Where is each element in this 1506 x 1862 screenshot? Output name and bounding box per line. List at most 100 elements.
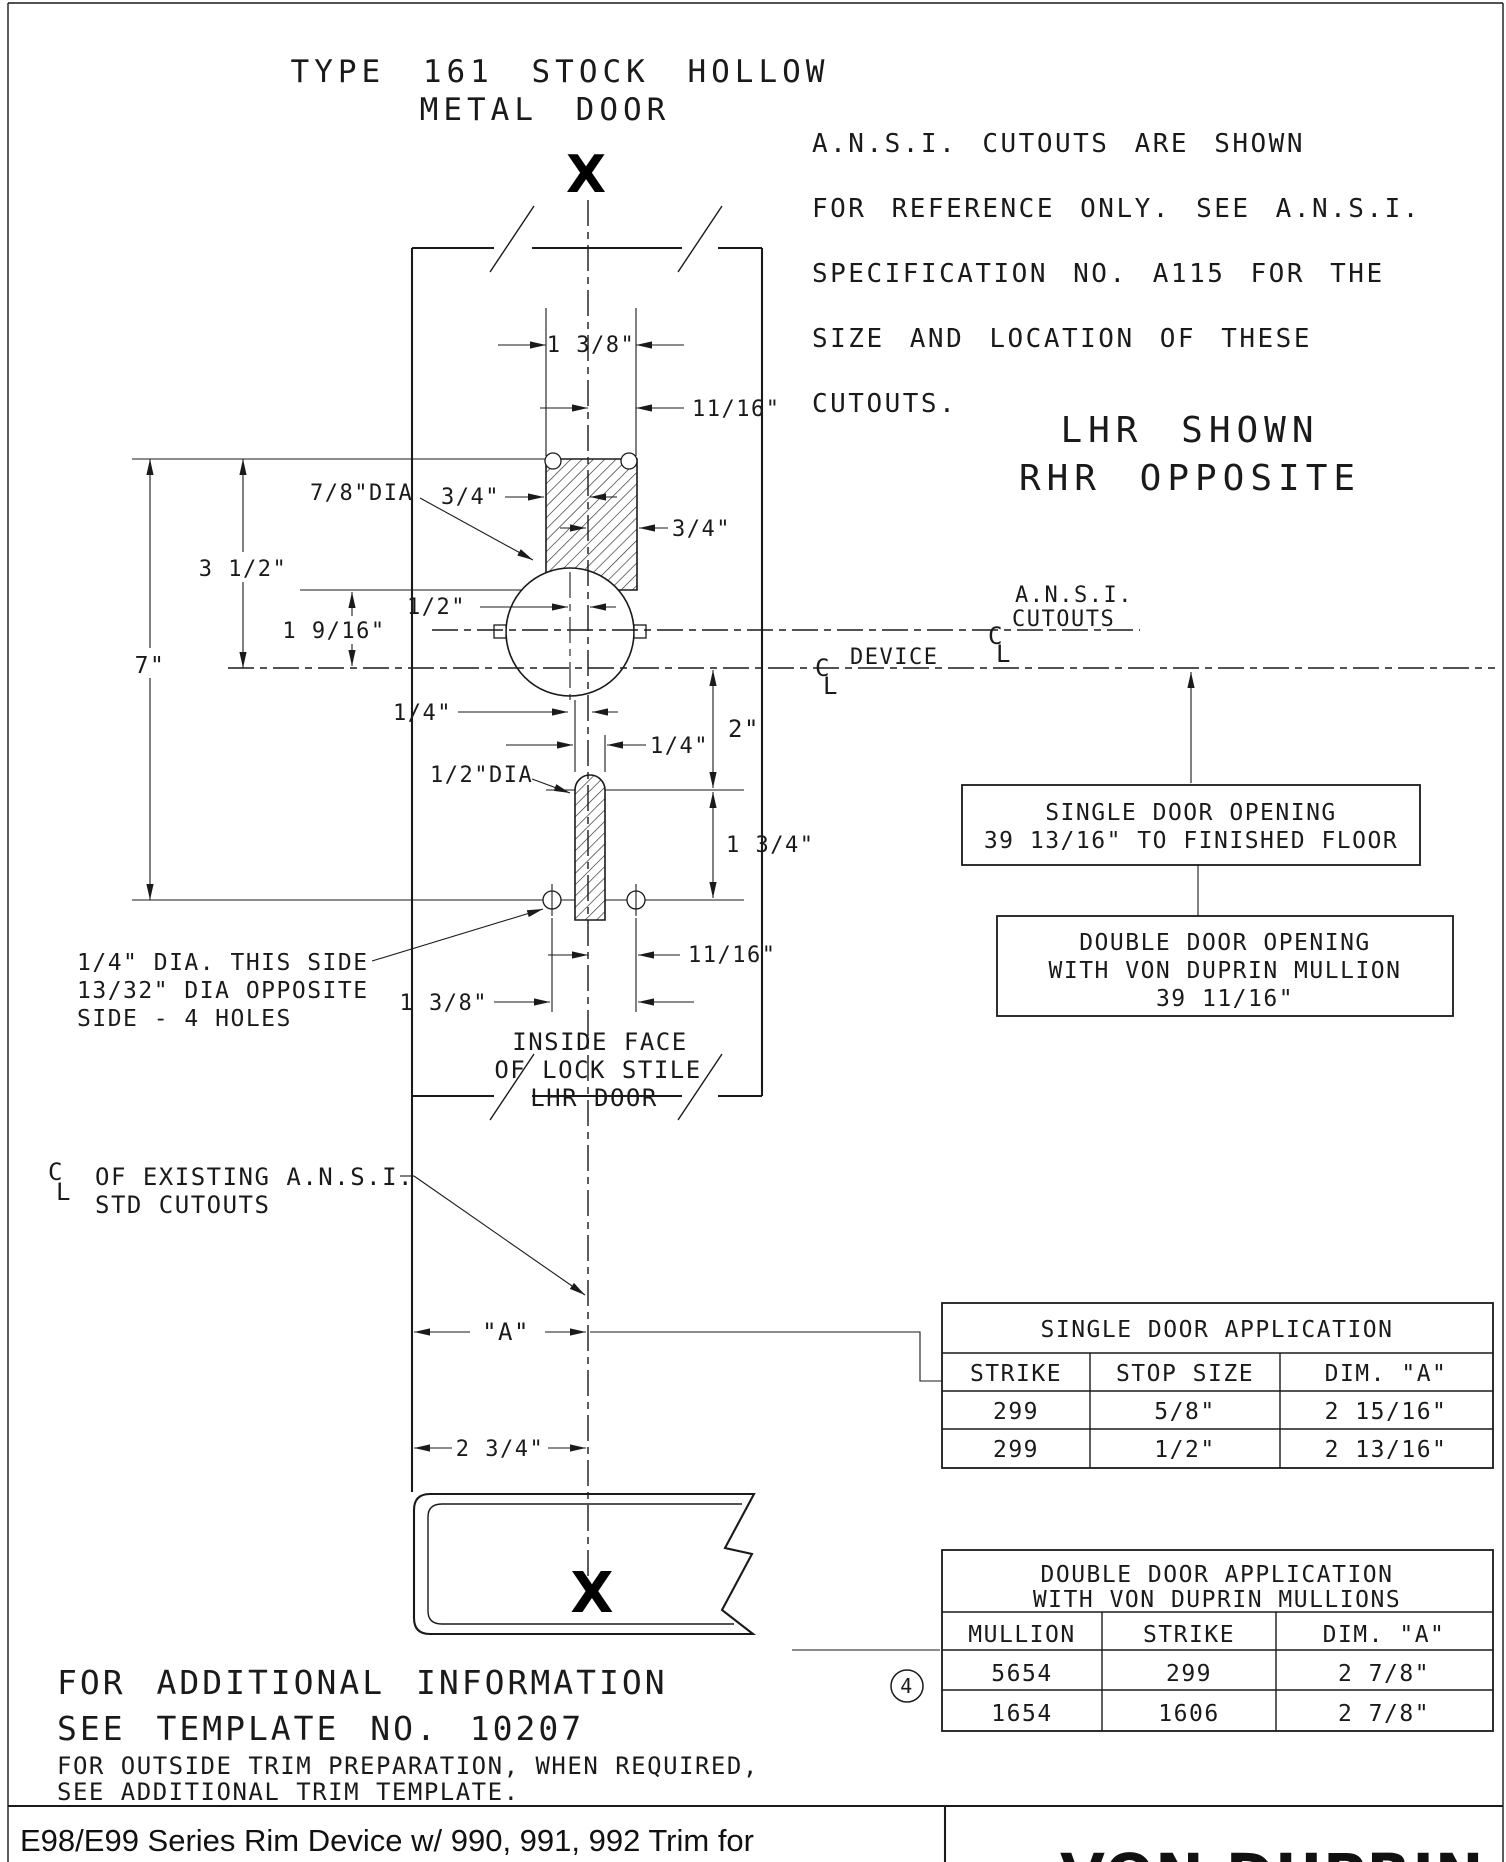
existing-cutouts-label: C L OF EXISTING A.N.S.I. STD CUTOUTS: [48, 1158, 586, 1296]
table-cell: 299: [993, 1399, 1039, 1425]
drawing-title-line2: METAL DOOR: [420, 92, 671, 128]
break-slash: [489, 1053, 535, 1121]
centerline-symbol-l: L: [56, 1178, 72, 1206]
single-door-table: SINGLE DOOR APPLICATION STRIKE STOP SIZE…: [941, 1302, 1494, 1469]
single-table-header-dim-a: DIM. "A": [1325, 1361, 1448, 1387]
footer: E98/E99 Series Rim Device w/ 990, 991, 9…: [8, 1804, 1503, 1862]
dim-below-cl: 2": [709, 670, 758, 788]
table-cell: 2 13/16": [1325, 1437, 1448, 1463]
double-door-table: DOUBLE DOOR APPLICATION WITH VON DUPRIN …: [941, 1549, 1494, 1732]
double-table-header-strike: STRIKE: [1143, 1622, 1235, 1648]
holes-note-line2: 13/32" DIA OPPOSITE: [77, 978, 369, 1004]
ansi-note-line4: SIZE AND LOCATION OF THESE: [812, 324, 1312, 354]
dim-upper-height-label: 3 1/2": [199, 557, 287, 582]
dim-cutout-width-label: 1 3/8": [547, 333, 635, 358]
ansi-cl-line1: A.N.S.I.: [1015, 583, 1133, 608]
dim-slot-length: 1 3/4": [709, 792, 814, 898]
device-centerline-text: DEVICE: [850, 645, 938, 670]
footer-brand-logo: VON DUPRIN: [1060, 1841, 1484, 1862]
dim-quarter-2: 1/4": [506, 734, 707, 759]
dim-a: "A": [414, 1318, 942, 1382]
existing-cutouts-line1: OF EXISTING A.N.S.I.: [95, 1163, 414, 1191]
dim-cutout-width: 1 3/8": [498, 333, 684, 358]
footer-device-description: E98/E99 Series Rim Device w/ 990, 991, 9…: [20, 1823, 754, 1858]
dim-cyl-offset: 1/2": [407, 595, 616, 620]
inside-face-line3: LHR DOOR: [530, 1084, 658, 1112]
centerline-symbol-c: C: [815, 654, 831, 682]
dim-upper-height: 3 1/2": [196, 459, 290, 668]
table-cell: 5654: [991, 1661, 1052, 1687]
ref-number-callout: 4: [890, 1669, 924, 1703]
centerline-symbol-c: C: [48, 1158, 64, 1186]
holes-note-line1: 1/4" DIA. THIS SIDE: [77, 950, 369, 976]
double-table-title2: WITH VON DUPRIN MULLIONS: [1033, 1587, 1401, 1613]
dim-cutout-half-label: 11/16": [692, 397, 780, 422]
table-cell: 2 15/16": [1325, 1399, 1448, 1425]
dim-holes-half-label: 11/16": [688, 943, 776, 968]
dim-holes-width-label: 1 3/8": [400, 991, 488, 1016]
ansi-note-line2: FOR REFERENCE ONLY. SEE A.N.S.I.: [812, 194, 1421, 224]
dim-cyl-offset-label: 1/2": [407, 595, 466, 620]
double-opening-line3: 39 11/16": [1156, 986, 1294, 1012]
section-marker-bottom: X: [570, 1561, 613, 1626]
ansi-note-line1: A.N.S.I. CUTOUTS ARE SHOWN: [812, 129, 1305, 159]
centerline-symbol-l: L: [996, 640, 1012, 668]
door-outline: [410, 205, 764, 1492]
handing-line1: LHR SHOWN: [1060, 410, 1319, 451]
dim-hole-dia: 7/8"DIA: [310, 481, 534, 561]
double-table-header-mullion: MULLION: [968, 1622, 1075, 1648]
section-marker-top: X: [566, 145, 606, 205]
additional-line4: SEE ADDITIONAL TRIM TEMPLATE.: [57, 1778, 520, 1806]
device-centerline-label: C L DEVICE: [815, 645, 938, 700]
additional-info-note: FOR ADDITIONAL INFORMATION SEE TEMPLATE …: [57, 1663, 759, 1806]
additional-line3: FOR OUTSIDE TRIM PREPARATION, WHEN REQUI…: [57, 1752, 759, 1780]
dim-holes-width: 1 3/8": [400, 991, 694, 1016]
single-opening-line2: 39 13/16" TO FINISHED FLOOR: [984, 828, 1398, 854]
dim-margin-left: 3/4": [441, 485, 617, 510]
double-table-title1: DOUBLE DOOR APPLICATION: [1041, 1562, 1394, 1588]
dim-margin-right-label: 3/4": [672, 517, 731, 542]
centerlines: [228, 200, 1495, 1592]
ref-number-text: 4: [900, 1674, 914, 1698]
table-cell: 2 7/8": [1338, 1701, 1430, 1727]
ansi-note-line5: CUTOUTS.: [812, 389, 957, 419]
ansi-centerline-label: A.N.S.I. CUTOUTS C L: [988, 583, 1133, 668]
holes-note: 1/4" DIA. THIS SIDE 13/32" DIA OPPOSITE …: [77, 908, 544, 1032]
additional-line1: FOR ADDITIONAL INFORMATION: [57, 1663, 668, 1702]
inside-face-note: INSIDE FACE OF LOCK STILE LHR DOOR: [494, 1028, 701, 1112]
dim-slot-dia: 1/2"DIA: [430, 763, 571, 794]
ansi-note-line3: SPECIFICATION NO. A115 FOR THE: [812, 259, 1385, 289]
dim-overall-height-label: 7": [135, 653, 166, 679]
single-table-title: SINGLE DOOR APPLICATION: [1041, 1317, 1394, 1343]
dim-slot-length-label: 1 3/4": [726, 833, 814, 858]
dim-backset: 2 3/4": [414, 1432, 586, 1462]
holes-note-line3: SIDE - 4 HOLES: [77, 1006, 292, 1032]
additional-line2: SEE TEMPLATE NO. 10207: [57, 1709, 584, 1748]
break-slash: [489, 205, 535, 273]
dim-quarter-1: 1/4": [393, 701, 618, 726]
mounting-hole-left: [542, 884, 562, 916]
centerline-symbol-l: L: [823, 672, 839, 700]
mounting-hole-right: [626, 884, 646, 916]
page-border: [7, 2, 1504, 1862]
single-table-header-stop-size: STOP SIZE: [1116, 1361, 1254, 1387]
single-opening-line1: SINGLE DOOR OPENING: [1045, 800, 1337, 826]
inside-face-line2: OF LOCK STILE: [494, 1056, 701, 1084]
device-bar: X: [412, 1492, 757, 1636]
break-slash: [677, 205, 723, 273]
table-cell: 1/2": [1154, 1437, 1215, 1463]
centerline-symbol-c: C: [988, 622, 1004, 650]
dim-margin-left-label: 3/4": [441, 485, 500, 510]
break-slash: [677, 1053, 723, 1121]
cylinder-tab-left: [493, 624, 507, 639]
table-cell: 2 7/8": [1338, 1661, 1430, 1687]
double-opening-line1: DOUBLE DOOR OPENING: [1079, 930, 1371, 956]
dim-hole-dia-label: 7/8"DIA: [310, 481, 413, 506]
ansi-reference-note: A.N.S.I. CUTOUTS ARE SHOWN FOR REFERENCE…: [812, 129, 1421, 419]
dim-backset-label: 2 3/4": [456, 1437, 544, 1462]
table-cell: 5/8": [1154, 1399, 1215, 1425]
dim-circle-to-cl: 1 9/16": [276, 592, 392, 666]
single-opening-callout: SINGLE DOOR OPENING 39 13/16" TO FINISHE…: [961, 672, 1421, 866]
